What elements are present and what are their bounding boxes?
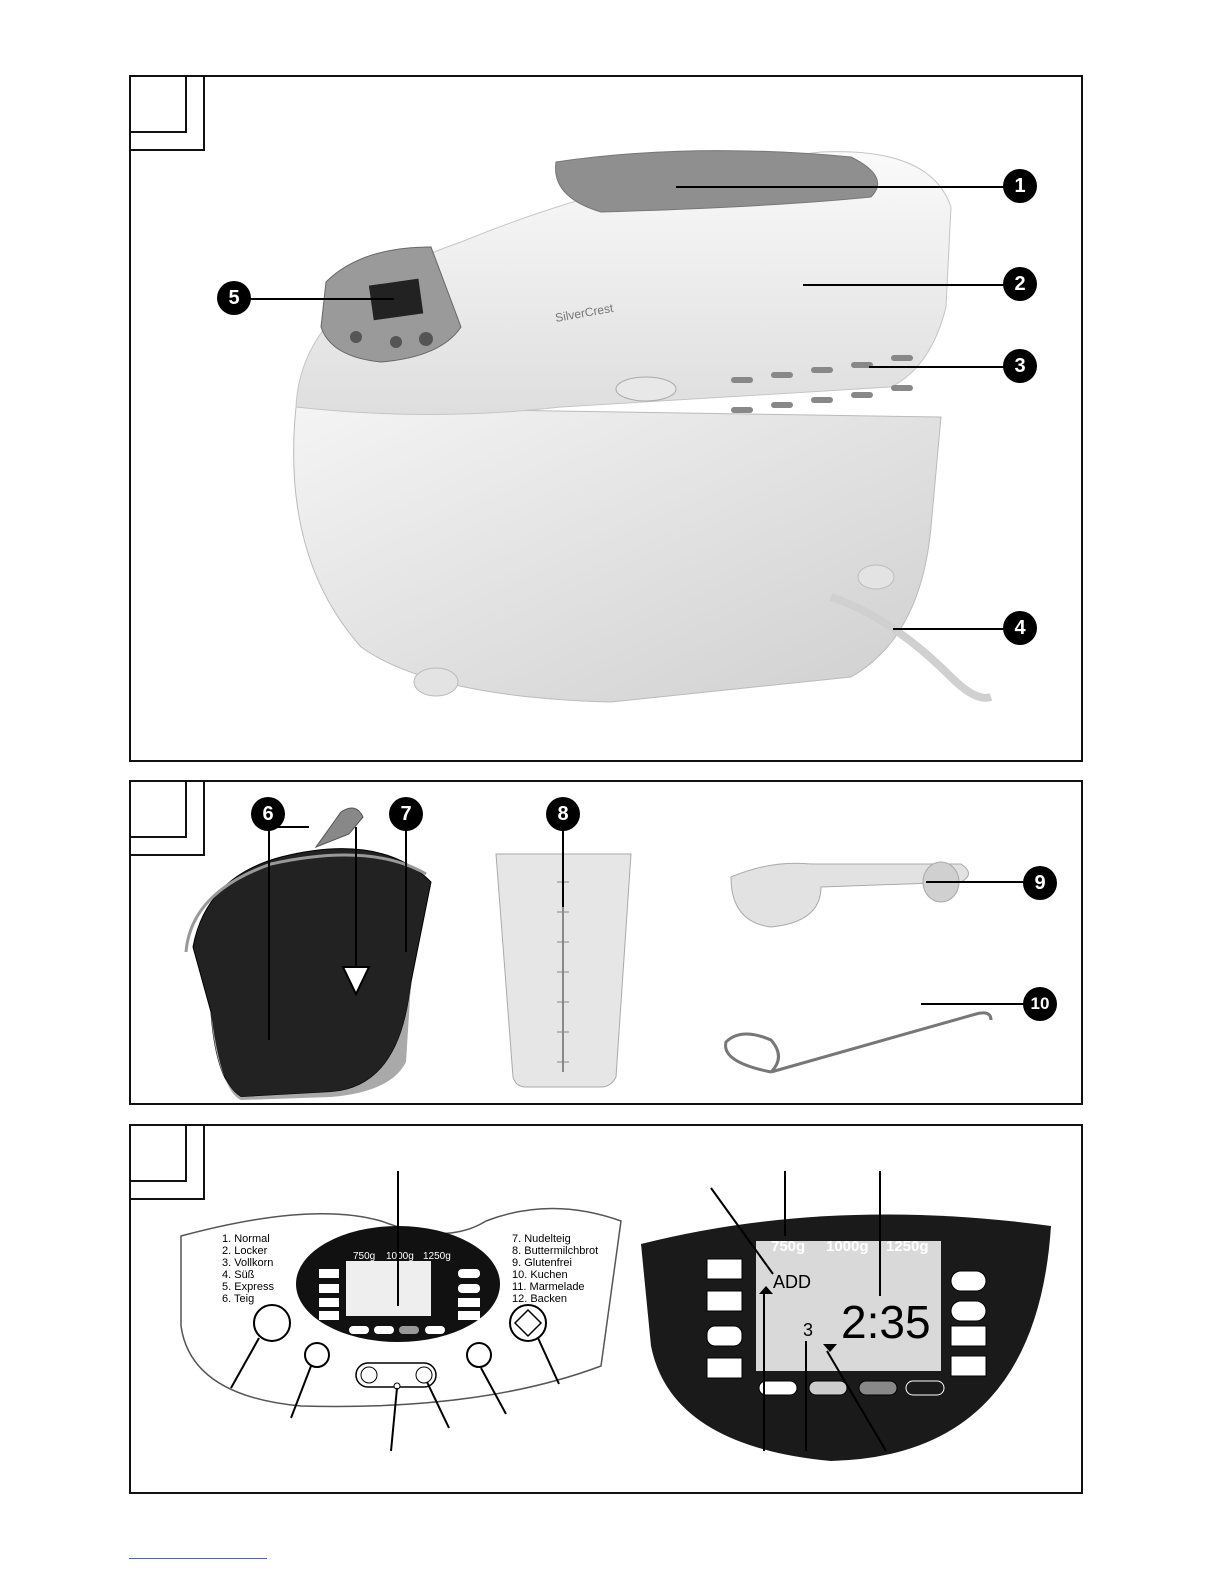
program-5: 5. Express: [222, 1281, 274, 1293]
callout-4: 4: [1003, 611, 1037, 645]
callout-9: 9: [1023, 866, 1057, 900]
display-add: ADD: [773, 1272, 811, 1292]
program-1: 1. Normal: [222, 1233, 270, 1245]
callout-6: 6: [251, 797, 285, 831]
program-4: 4. Süß: [222, 1269, 255, 1281]
left-weight-1000: 1000g: [386, 1251, 414, 1262]
callout-7: 7: [389, 797, 423, 831]
display-weight-750: 750g: [771, 1238, 805, 1255]
program-11: 11. Marmelade: [512, 1281, 585, 1293]
callout-8: 8: [546, 797, 580, 831]
accessories-illustration: [131, 782, 1081, 1103]
program-8: 8. Buttermilchbrot: [512, 1245, 598, 1257]
callout-3: 3: [1003, 349, 1037, 383]
program-12: 12. Backen: [512, 1293, 567, 1305]
program-2: 2. Locker: [222, 1245, 268, 1257]
program-3: 3. Vollkorn: [222, 1257, 273, 1269]
display-weight-1250: 1250g: [886, 1238, 929, 1255]
figure-a-panel: SilverCrest 1 2 3 4 5: [129, 75, 1083, 762]
figure-c-panel: 750g 1000g 1250g 1. Normal 2. Locker 3. …: [129, 1124, 1083, 1494]
left-weight-750: 750g: [353, 1251, 375, 1262]
callout-5: 5: [217, 281, 251, 315]
program-6: 6. Teig: [222, 1293, 254, 1305]
bread-maker-illustration: SilverCrest: [131, 77, 1081, 760]
control-panel-diagram: 750g 1000g 1250g 1. Normal 2. Locker 3. …: [131, 1126, 1081, 1492]
left-weight-1250: 1250g: [423, 1251, 451, 1262]
footer-line: [129, 1558, 267, 1559]
callout-10: 10: [1023, 987, 1057, 1021]
program-9: 9. Glutenfrei: [512, 1257, 572, 1269]
callout-1: 1: [1003, 169, 1037, 203]
display-program: 3: [803, 1320, 813, 1340]
menu-button[interactable]: [254, 1305, 290, 1341]
program-10: 10. Kuchen: [512, 1269, 568, 1281]
callout-2: 2: [1003, 267, 1037, 301]
display-time: 2:35: [841, 1296, 931, 1348]
display-weight-1000: 1000g: [826, 1238, 869, 1255]
program-7: 7. Nudelteig: [512, 1233, 571, 1245]
figure-b-panel: 6 7 8 9 10: [129, 780, 1083, 1105]
